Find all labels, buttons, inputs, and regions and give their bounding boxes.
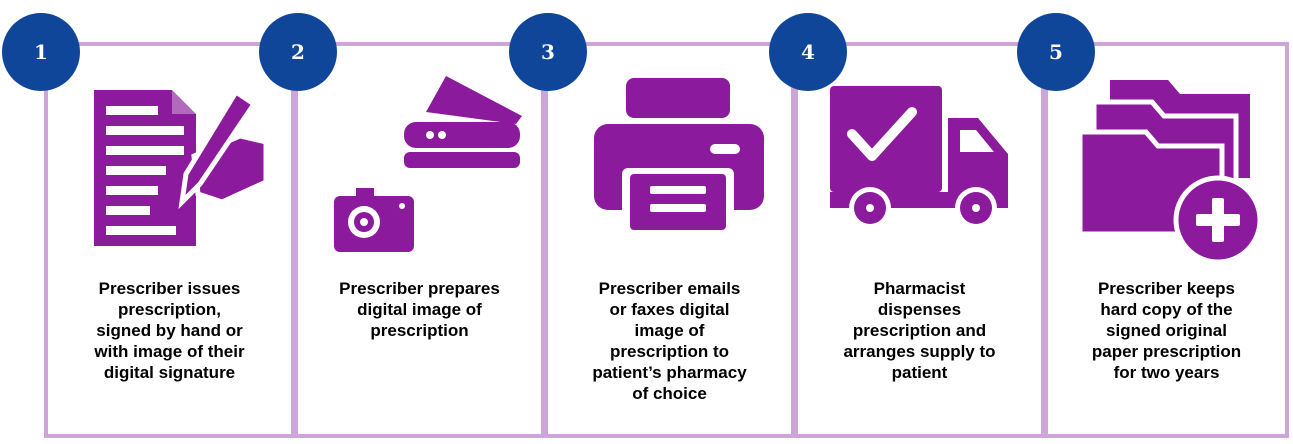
step-4-number-badge: 4 xyxy=(769,13,847,91)
step-2-panel: Prescriber prepares digital image of pre… xyxy=(294,42,545,438)
step-5-panel: Prescriber keeps hard copy of the signed… xyxy=(1044,42,1289,438)
step-1-panel: Prescriber issues prescription, signed b… xyxy=(44,42,295,438)
step-2-number-badge: 2 xyxy=(259,13,337,91)
step-3-caption: Prescriber emails or faxes digital image… xyxy=(592,279,747,403)
step-1-number-badge: 1 xyxy=(2,13,80,91)
step-5-caption: Prescriber keeps hard copy of the signed… xyxy=(1091,279,1242,382)
step-4-panel: Pharmacist dispenses prescription and ar… xyxy=(794,42,1045,438)
step-4-caption: Pharmacist dispenses prescription and ar… xyxy=(843,279,996,382)
document-signing-icon xyxy=(94,88,269,246)
scanner-camera-icon xyxy=(334,76,522,252)
folder-add-icon xyxy=(1077,80,1263,264)
step-5-number-badge: 5 xyxy=(1017,13,1095,91)
step-2-caption: Prescriber prepares digital image of pre… xyxy=(339,279,500,340)
step-1-caption: Prescriber issues prescription, signed b… xyxy=(94,279,245,382)
step-3-number-badge: 3 xyxy=(509,13,587,91)
step-3-panel: Prescriber emails or faxes digital image… xyxy=(544,42,795,438)
printer-icon xyxy=(594,78,764,234)
delivery-truck-icon xyxy=(830,86,1008,229)
